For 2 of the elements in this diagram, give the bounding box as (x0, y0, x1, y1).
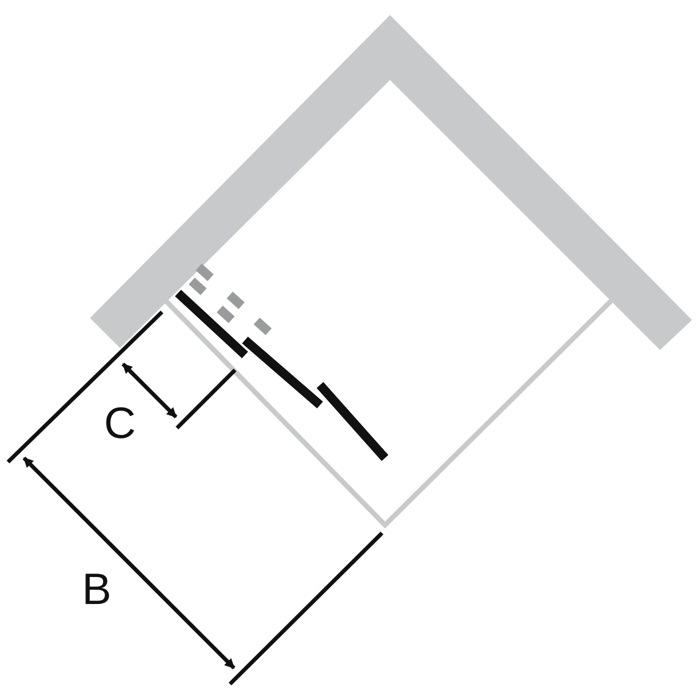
dimension-label: B (82, 568, 112, 612)
dimension-label: C (104, 402, 136, 446)
